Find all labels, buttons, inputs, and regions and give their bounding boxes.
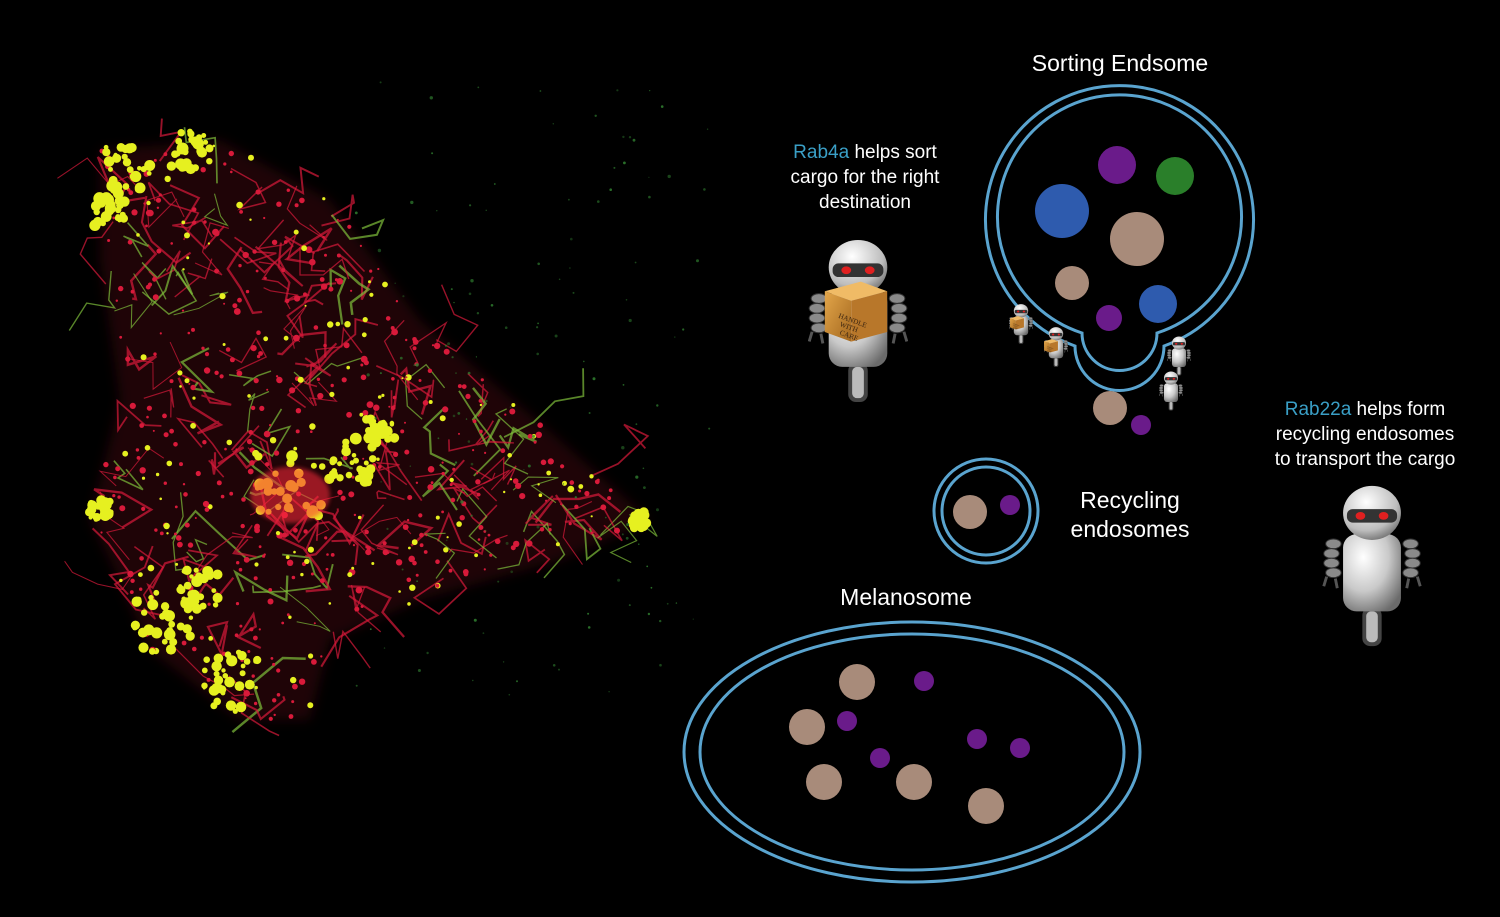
recycling-endosomes-title: Recycling endosomes — [1050, 486, 1210, 544]
rab22a-name: Rab22a — [1284, 399, 1352, 420]
rab22a-note-line3: to transport the cargo — [1274, 449, 1456, 470]
rab4a-line1-rest: helps sort — [849, 142, 937, 163]
rab4a-note-line3: destination — [819, 192, 911, 213]
rab4a-name: Rab4a — [793, 142, 850, 163]
rab22a-line1-rest: helps form — [1351, 399, 1446, 420]
melanosome-title: Melanosome — [840, 584, 972, 610]
cargo-box-icon — [824, 281, 888, 344]
rab4a-note-line1: Rab4a helps sort — [760, 140, 970, 165]
cell-micrograph-image — [57, 81, 711, 737]
robot-icon — [1322, 484, 1422, 648]
rab4a-note: Rab4a helps sort cargo for the right des… — [760, 140, 970, 215]
rab4a-note-line2: cargo for the right — [790, 167, 940, 188]
rab22a-note: Rab22a helps form recycling endosomes to… — [1250, 397, 1480, 472]
robot-icon — [1159, 371, 1183, 411]
rab22a-robot — [1322, 484, 1422, 648]
sorting-endosome — [984, 84, 1255, 392]
recycling-endosome — [932, 457, 1040, 565]
sorting-endosome-cargo — [1035, 146, 1194, 435]
recycling-title-line2: endosomes — [1070, 516, 1190, 542]
recycling-title-line1: Recycling — [1080, 487, 1180, 513]
melanosome — [682, 620, 1142, 884]
rab22a-note-line1: Rab22a helps form — [1250, 397, 1480, 422]
rab4a-robot — [808, 238, 908, 404]
sorting-endosome-title: Sorting Endsome — [1031, 50, 1209, 76]
rab22a-note-line2: recycling endosomes — [1275, 424, 1455, 445]
